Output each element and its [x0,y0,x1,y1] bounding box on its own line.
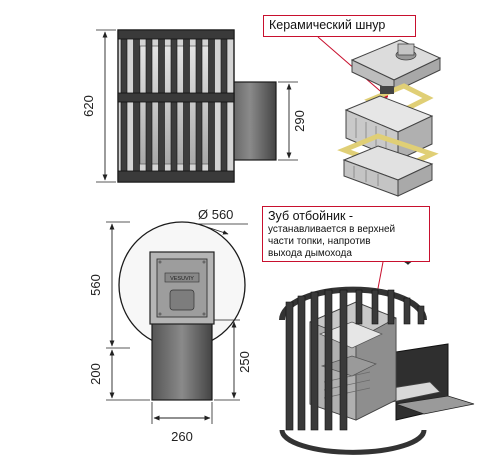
door-plate-label: VESUVIY [170,276,194,282]
cage-bar [170,29,178,183]
cage-bar [324,289,333,431]
cutaway-cage-bars [285,289,425,431]
front-view: 620 290 [81,29,307,183]
dim-depth: 560 [88,274,103,296]
cage-bar [297,295,306,431]
cage-bar [120,29,128,183]
cage-bar [208,29,215,183]
cage-bar [310,291,319,431]
cage-bar [403,297,411,325]
cage-bar [417,305,425,325]
exploded-view [317,36,442,197]
dim-tunnel-height: 250 [237,351,252,373]
cage-bar [339,289,348,431]
cage-bar [158,29,165,183]
dim-height-total: 620 [81,95,96,117]
top-tunnel [151,319,213,401]
callout-tooth-deflector: Зуб отбойник - устанавливается в верхней… [262,206,430,262]
front-cage-bars [120,29,228,183]
cage-bar [183,29,190,183]
dim-tunnel-length: 200 [88,363,103,385]
cutaway-view [279,286,475,455]
cage-bar [145,29,153,183]
door-rivets [158,260,206,316]
dim-height-tank: 290 [292,110,307,132]
cage-bar [195,29,203,183]
callout-tooth-title: Зуб отбойник - [268,209,354,223]
callout-tooth-line-2: части топки, напротив [268,236,371,247]
cage-bar [285,301,294,431]
callout-tooth-line-1: устанавливается в верхней [268,224,396,235]
cage-bar [220,29,228,183]
dim-tunnel-width: 260 [171,429,193,444]
cage-bar [133,29,140,183]
top-view: VESUVIY Ø 560 560 200 250 260 [88,207,252,444]
callout-ceramic-cord-text: Керамический шнур [269,18,386,32]
cage-bar [355,289,363,325]
cage-bar [371,289,379,325]
dim-diameter: Ø 560 [198,207,233,222]
callout-tooth-line-3: выхода дымохода [268,248,352,259]
callout-ceramic-cord: Керамический шнур [263,15,416,37]
cage-bar [387,289,395,325]
